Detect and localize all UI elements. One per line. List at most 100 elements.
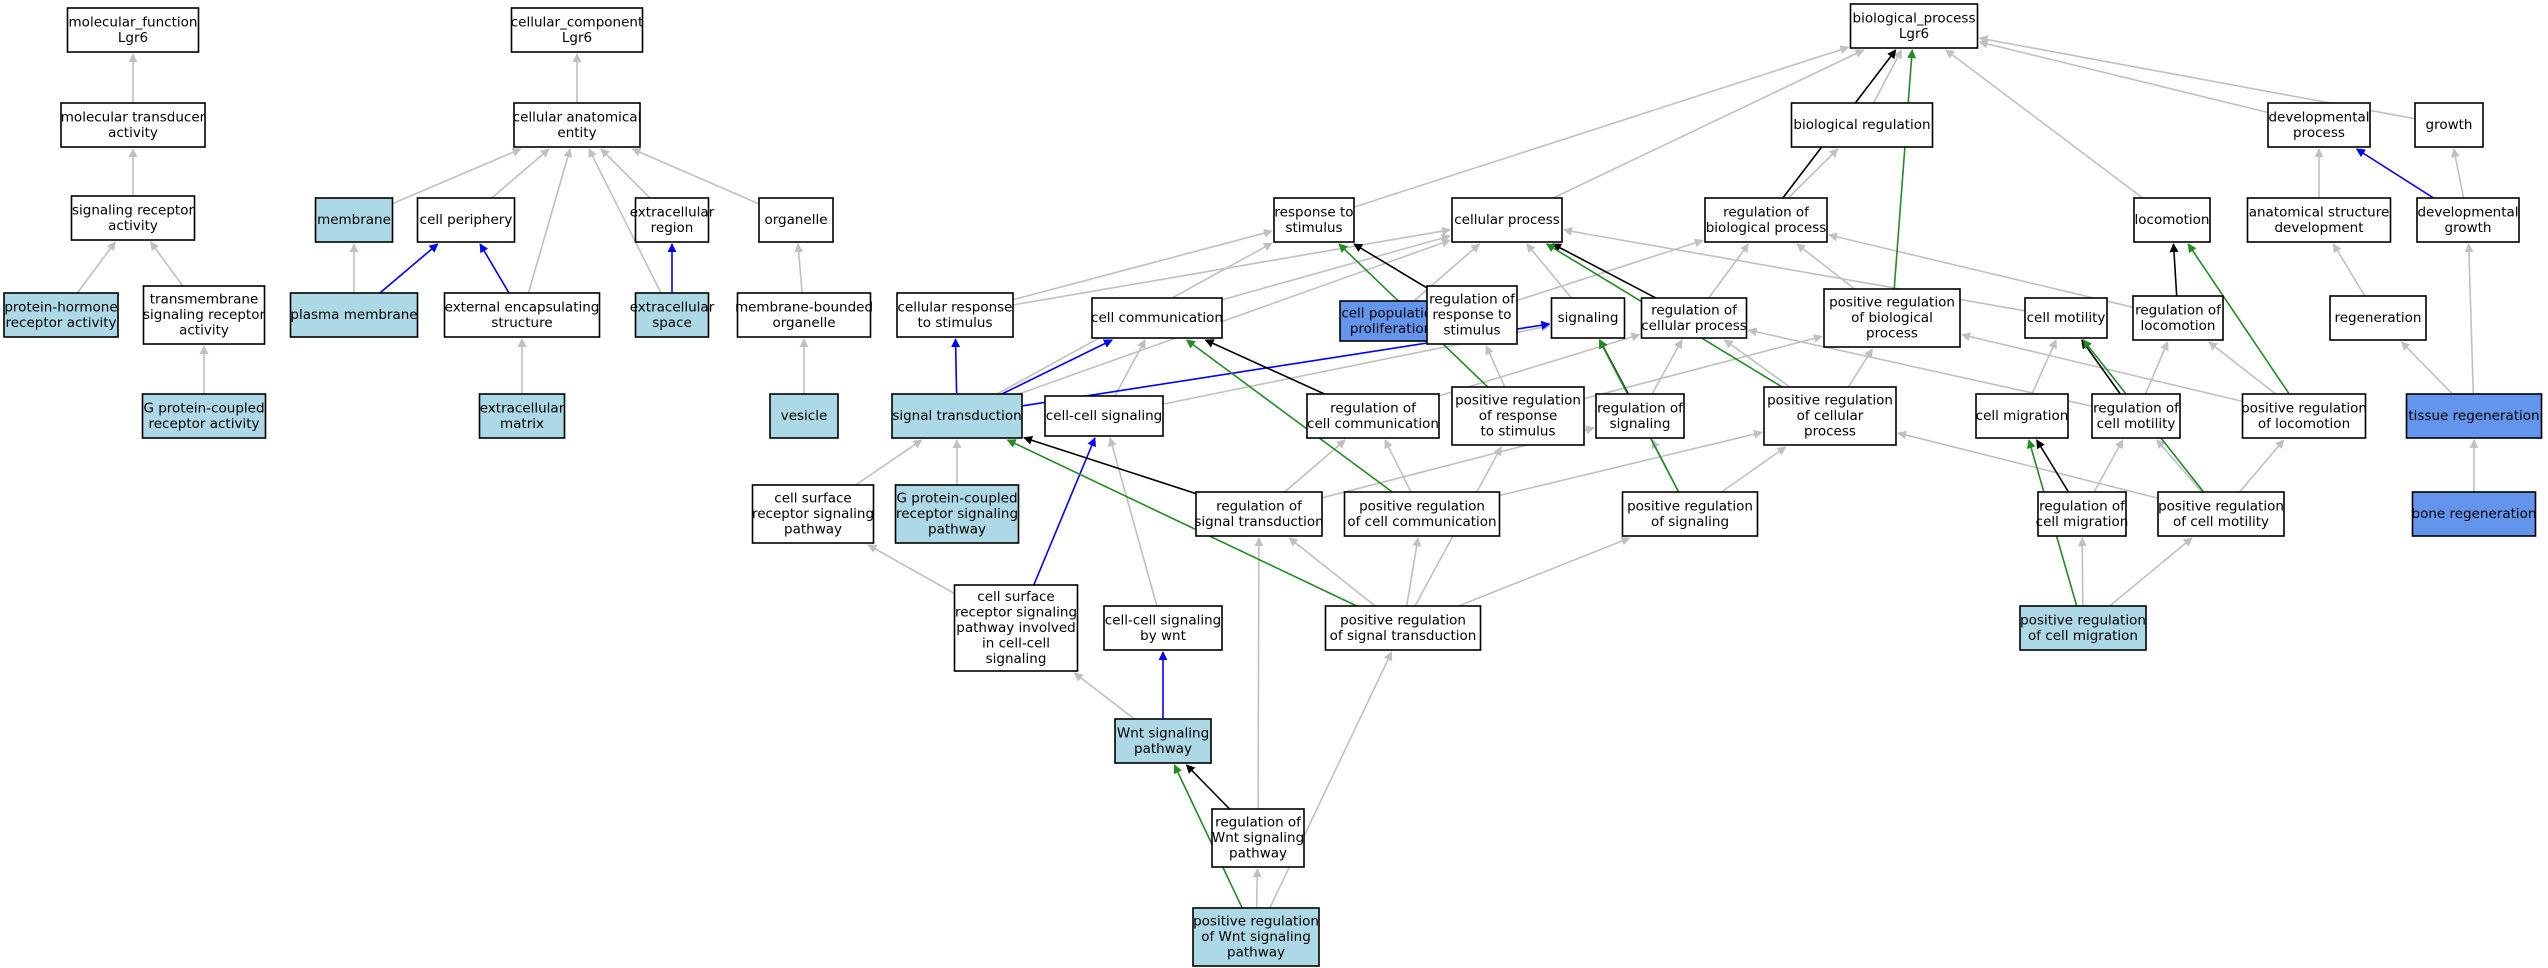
edge-is-a [2077, 537, 2087, 607]
node-box [1339, 300, 1443, 342]
node-regen: regeneration [2329, 295, 2427, 341]
node-box [1324, 605, 1482, 651]
node-box [2414, 102, 2484, 148]
node-box [2416, 197, 2520, 243]
edge-is-a [2450, 148, 2465, 199]
node-label: bone regeneration [2412, 506, 2537, 522]
node-box [314, 197, 394, 243]
edge-positively-regulates [1893, 49, 1917, 290]
edge-is-a [2238, 439, 2285, 493]
node-cmot: cell motility [2024, 297, 2108, 339]
node-box [1790, 102, 1934, 148]
edge-is-a [1872, 49, 1903, 104]
edge-positively-regulates [1185, 339, 1393, 493]
edge-is-a [2208, 341, 2277, 395]
node-box [142, 285, 266, 345]
edge-part-of [951, 338, 961, 395]
edge-regulates [1204, 339, 1325, 395]
edge-is-a [1796, 243, 1856, 290]
node-breg: biological regulation [1790, 102, 1934, 148]
node-label: biological regulation [1793, 117, 1930, 133]
node-label: locomotion [2135, 212, 2210, 228]
edge-is-a [588, 148, 662, 294]
edge-is-a [1073, 672, 1135, 720]
node-cellp: cellular process [1451, 197, 1563, 243]
node-label: cellular process [1454, 212, 1560, 228]
edge-is-a [631, 148, 760, 205]
edge-is-a [1384, 439, 1412, 493]
edge-is-a [1552, 49, 1865, 199]
edge-is-a [2144, 341, 2169, 395]
node-box [2329, 295, 2427, 341]
node-box [891, 393, 1023, 439]
node-box [443, 292, 601, 338]
edge-is-a [2031, 339, 2057, 395]
node-mem: membrane [314, 197, 394, 243]
edge-is-a [1252, 868, 1262, 909]
edge-part-of [2355, 148, 2434, 199]
node-box [634, 292, 710, 338]
node-label: cell migration [1976, 408, 2069, 424]
edge-is-a [1651, 339, 1683, 395]
node-box [1273, 197, 1355, 243]
node-label: signaling [1558, 310, 1619, 326]
node-box [751, 484, 875, 544]
node-box [1704, 197, 1828, 243]
edge-is-a [2464, 243, 2475, 395]
edge-is-a [1516, 238, 1704, 302]
node-box [2157, 491, 2285, 537]
edge-is-a [2400, 341, 2453, 395]
node-box [60, 102, 206, 148]
node-box [1451, 197, 1563, 243]
edge-is-a [1107, 437, 1158, 607]
node-box [416, 197, 516, 243]
node-box [894, 484, 1020, 544]
edge-is-a [1526, 243, 1573, 299]
edge-is-a [1720, 446, 1787, 493]
edge-is-a [1828, 232, 2134, 309]
edge-is-a [491, 148, 550, 199]
node-box [634, 197, 710, 243]
node-box [1621, 491, 1759, 537]
node-ccom: cell communication [1091, 297, 1223, 339]
edge-is-a [794, 243, 804, 294]
node-box [896, 292, 1014, 338]
node-box [1426, 285, 1518, 345]
node-label: cell motility [2027, 310, 2106, 326]
edge-is-a [1254, 537, 1264, 810]
